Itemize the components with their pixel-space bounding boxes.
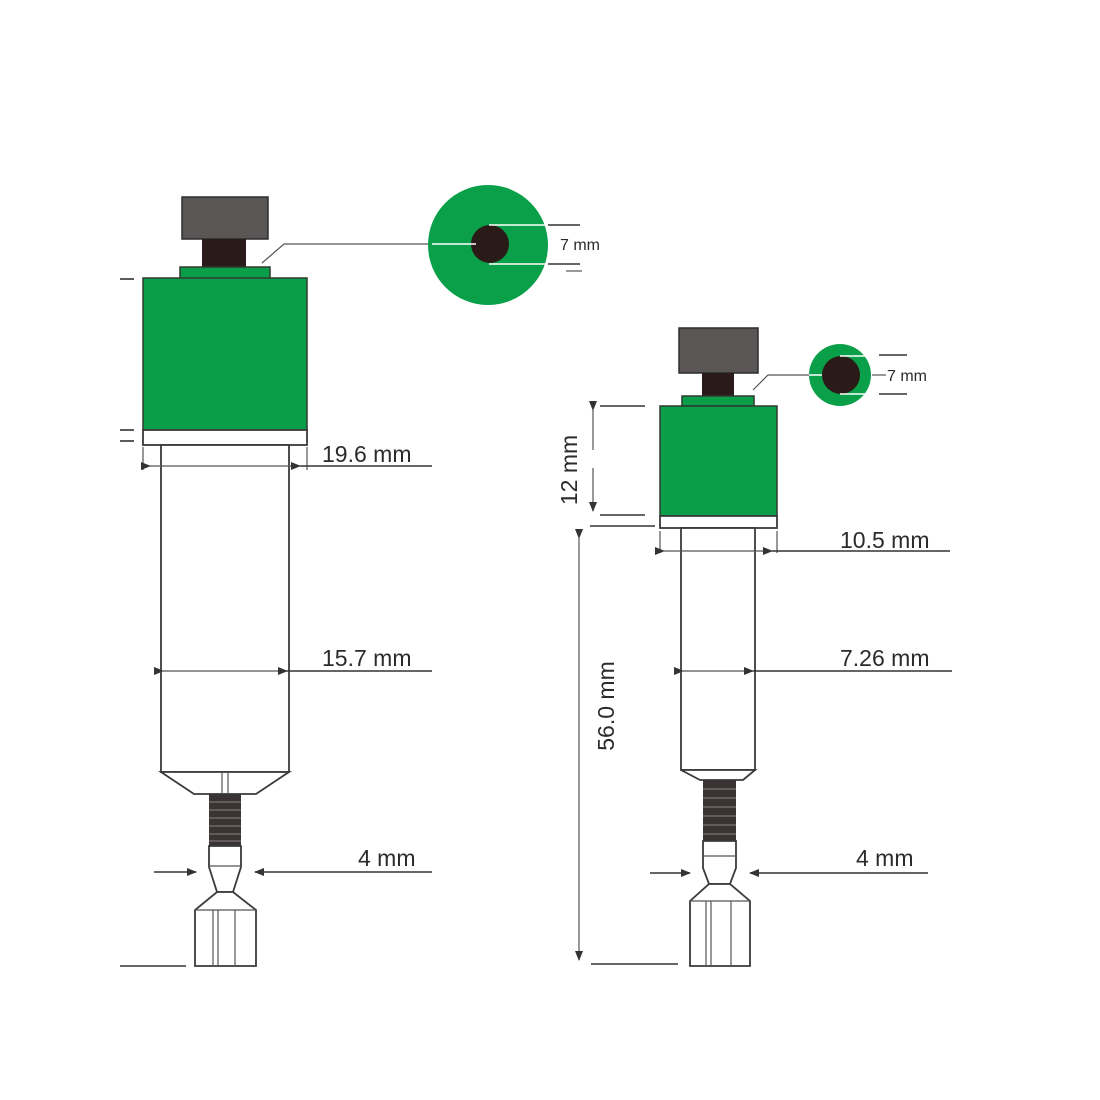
large-tip-width-label: 4 mm — [358, 845, 416, 871]
large-taper — [158, 771, 292, 795]
small-body — [680, 527, 756, 771]
small-taper — [680, 769, 758, 781]
large-cap-leader — [261, 243, 476, 264]
large-green-head — [142, 277, 308, 431]
small-head-base — [659, 515, 778, 529]
large-body — [160, 444, 290, 773]
large-hex-tip — [194, 891, 257, 967]
large-thread — [209, 794, 241, 846]
large-neck — [208, 845, 242, 893]
large-cap-diameter-label: 7 mm — [560, 237, 600, 254]
small-neck — [702, 840, 737, 885]
small-green-head — [659, 405, 778, 517]
large-head-width-label: 19.6 mm — [322, 441, 411, 467]
small-head-width-label: 10.5 mm — [840, 527, 929, 553]
small-hex-tip — [689, 883, 751, 967]
large-collar — [179, 266, 271, 280]
large-head-base — [142, 429, 308, 446]
large-cap-stem — [202, 239, 246, 267]
small-cap-stem — [702, 373, 734, 396]
small-cap-knob — [678, 327, 759, 374]
small-cap-leader — [752, 374, 815, 391]
large-cap-knob — [181, 196, 269, 240]
small-cap-core — [822, 356, 860, 394]
large-part: 19.6 mm 15.7 mm 4 mm 7 mm — [120, 185, 600, 967]
small-cap-diameter-label: 7 mm — [887, 368, 927, 385]
small-collar — [681, 395, 755, 407]
small-total-length-label: 56.0 mm — [593, 661, 619, 750]
small-part: 12 mm 56.0 mm 10.5 mm 7.26 mm 4 mm 7 mm — [556, 327, 952, 967]
small-body-width-label: 7.26 mm — [840, 645, 929, 671]
small-head-height-label: 12 mm — [556, 435, 582, 505]
large-body-width-label: 15.7 mm — [322, 645, 411, 671]
small-tip-width-label: 4 mm — [856, 845, 914, 871]
small-thread — [703, 780, 736, 841]
large-cap-core — [471, 225, 509, 263]
